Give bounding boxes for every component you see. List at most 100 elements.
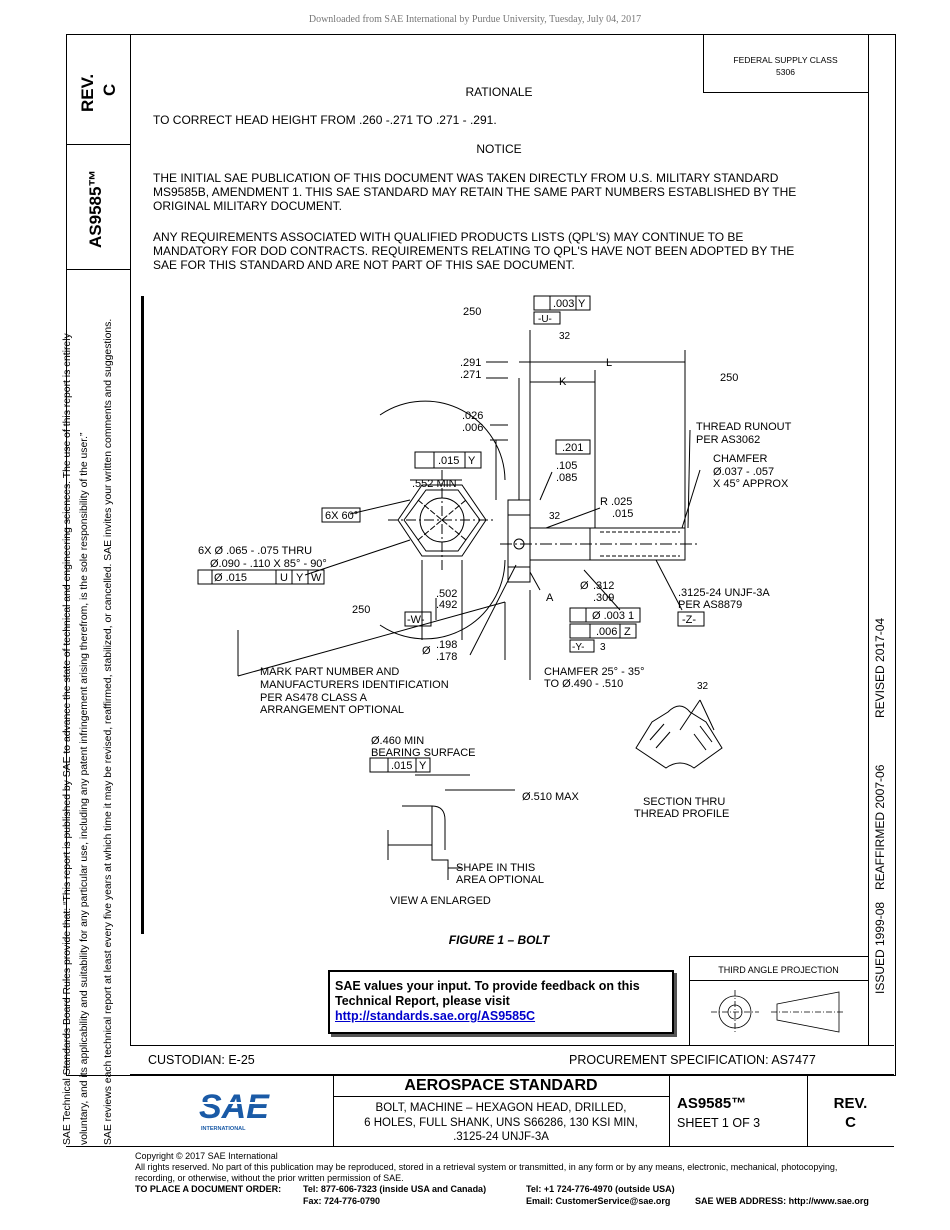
view-a-enlarged: VIEW A ENLARGED (390, 895, 491, 907)
notice-p1-l1: THE INITIAL SAE PUBLICATION OF THIS DOCU… (153, 171, 779, 185)
bearing-min: Ø.460 MIN (371, 735, 424, 747)
doc-number-box (66, 145, 131, 270)
section-thru: SECTION THRU (643, 796, 725, 808)
title-rev-label: REV. (833, 1095, 868, 1112)
six-x-60: 6X 60° (325, 510, 358, 522)
left-column-line (130, 270, 131, 1045)
bearing-ref-y: Y (419, 760, 427, 772)
title-doc-number: AS9585™ (677, 1095, 747, 1112)
position-ref-w: W (311, 572, 322, 584)
email[interactable]: Email: CustomerService@sae.org (526, 1196, 671, 1206)
sae-logo-sub: INTERNATIONAL (201, 1126, 246, 1132)
position-tol: Ø .015 (214, 572, 247, 584)
sheet-number: SHEET 1 OF 3 (677, 1116, 761, 1130)
federal-supply-box (703, 34, 869, 93)
datum-u: -U- (538, 314, 552, 325)
feedback-line-2: Technical Report, please visit (335, 994, 510, 1008)
custodian: CUSTODIAN: E-25 (148, 1053, 255, 1067)
dim-198: .198 (436, 639, 457, 651)
thread-runout-2: PER AS3062 (696, 434, 760, 446)
runout-ref-z: Z (624, 626, 631, 638)
feedback-box (328, 970, 674, 1034)
notice-title: NOTICE (476, 142, 522, 156)
perp-value: .003 (553, 298, 574, 310)
finish-250-b: 250 (720, 372, 738, 384)
datum-z: -Z- (682, 614, 696, 626)
page-frame (66, 34, 896, 1076)
finish-32-a: 32 (559, 331, 571, 342)
notice-p2-l2: MANDATORY FOR DOD CONTRACTS. REQUIREMENT… (153, 244, 795, 258)
concentricity-ref: 1 (628, 610, 634, 622)
view-a-marker: A (546, 592, 554, 604)
head-height-min: .271 (460, 369, 481, 381)
t-min: .006 (462, 422, 483, 434)
order-label: TO PLACE A DOCUMENT ORDER: (135, 1184, 282, 1194)
bearing-015: .015 (391, 760, 412, 772)
diam-symbol-b: Ø (422, 645, 431, 657)
projection-box (689, 956, 869, 1046)
finish-3: 3 (600, 642, 606, 653)
perp-ref: Y (578, 298, 586, 310)
dim-178: .178 (436, 651, 457, 663)
title-desc-3: .3125-24 UNJF-3A (453, 1131, 549, 1143)
rights-line-1: All rights reserved. No part of this pub… (135, 1162, 838, 1172)
runout-ref-y: Y (468, 455, 476, 467)
download-note: Downloaded from SAE International by Pur… (308, 14, 642, 25)
diam-symbol-a: Ø (580, 580, 589, 592)
dim-085: .085 (556, 472, 577, 484)
title-block-top (130, 1045, 894, 1075)
bearing-surface: BEARING SURFACE (371, 747, 476, 759)
title-desc-2: 6 HOLES, FULL SHANK, UNS S66286, 130 KSI… (364, 1117, 638, 1129)
web-address[interactable]: SAE WEB ADDRESS: http://www.sae.org (695, 1196, 869, 1206)
finish-250-a: 250 (463, 306, 481, 318)
rights-line-2: recording, or otherwise, without the pri… (135, 1173, 404, 1183)
dim-105: .105 (556, 460, 577, 472)
dim-309: .309 (593, 592, 614, 604)
datum-y: -Y- (572, 642, 584, 653)
shape-note-2: AREA OPTIONAL (456, 874, 544, 886)
notice-p1-l2: MS9585B, AMENDMENT 1. THIS SAE STANDARD … (153, 185, 797, 199)
mark-note-1: MARK PART NUMBER AND (260, 666, 399, 678)
rev-box (66, 34, 131, 145)
figure-caption: FIGURE 1 – BOLT (448, 933, 550, 947)
feedback-line-1: SAE values your input. To provide feedba… (335, 979, 640, 993)
position-ref-y: Y (296, 572, 304, 584)
chamfer-angle: X 45° APPROX (713, 478, 789, 490)
thread-profile: THREAD PROFILE (634, 808, 729, 820)
chamfer2-angle: CHAMFER 25° - 35° (544, 666, 645, 678)
notice-p2-l3: SAE FOR THIS STANDARD AND ARE NOT PART O… (153, 258, 575, 272)
dim-L: L (606, 357, 612, 369)
dim-K: K (559, 376, 567, 388)
dim-502: .502 (436, 588, 457, 600)
holes-csk: Ø.090 - .110 X 85° - 90° (210, 558, 327, 570)
radius-min: .015 (612, 508, 633, 520)
federal-supply-label: FEDERAL SUPPLY CLASS (733, 55, 838, 65)
tel-outside: Tel: +1 724-776-4970 (outside USA) (526, 1184, 675, 1194)
fax: Fax: 724-776-0790 (303, 1196, 381, 1206)
chamfer-diam: Ø.037 - .057 (713, 466, 774, 478)
chamfer-label: CHAMFER (713, 453, 767, 465)
sae-logo: SAE INTERNATIONAL (199, 1088, 270, 1132)
copyright: Copyright © 2017 SAE International (135, 1151, 278, 1161)
dim-492: .492 (436, 599, 457, 611)
notice-p1-l3: ORIGINAL MILITARY DOCUMENT. (153, 199, 342, 213)
procurement-spec: PROCUREMENT SPECIFICATION: AS7477 (569, 1053, 816, 1067)
min-552: .552 MIN (412, 478, 457, 490)
rationale-title: RATIONALE (465, 85, 533, 99)
aerospace-standard: AEROSPACE STANDARD (404, 1077, 598, 1094)
head-height-max: .291 (460, 357, 481, 369)
projection-symbol (711, 990, 845, 1034)
mark-note-3: PER AS478 CLASS A (260, 692, 368, 704)
max-510: Ø.510 MAX (522, 791, 580, 803)
change-bar (141, 296, 144, 934)
feedback-link[interactable]: http://standards.sae.org/AS9585C (335, 1009, 536, 1023)
mark-note-4: ARRANGEMENT OPTIONAL (260, 704, 404, 716)
box-201: .201 (562, 442, 583, 454)
holes-thru: 6X Ø .065 - .075 THRU (198, 545, 312, 557)
datum-w: -W- (407, 614, 425, 626)
radius-max: R .025 (600, 496, 632, 508)
finish-32-c: 32 (697, 681, 709, 692)
title-desc-1: BOLT, MACHINE – HEXAGON HEAD, DRILLED, (375, 1102, 627, 1114)
runout-015: .015 (438, 455, 459, 467)
